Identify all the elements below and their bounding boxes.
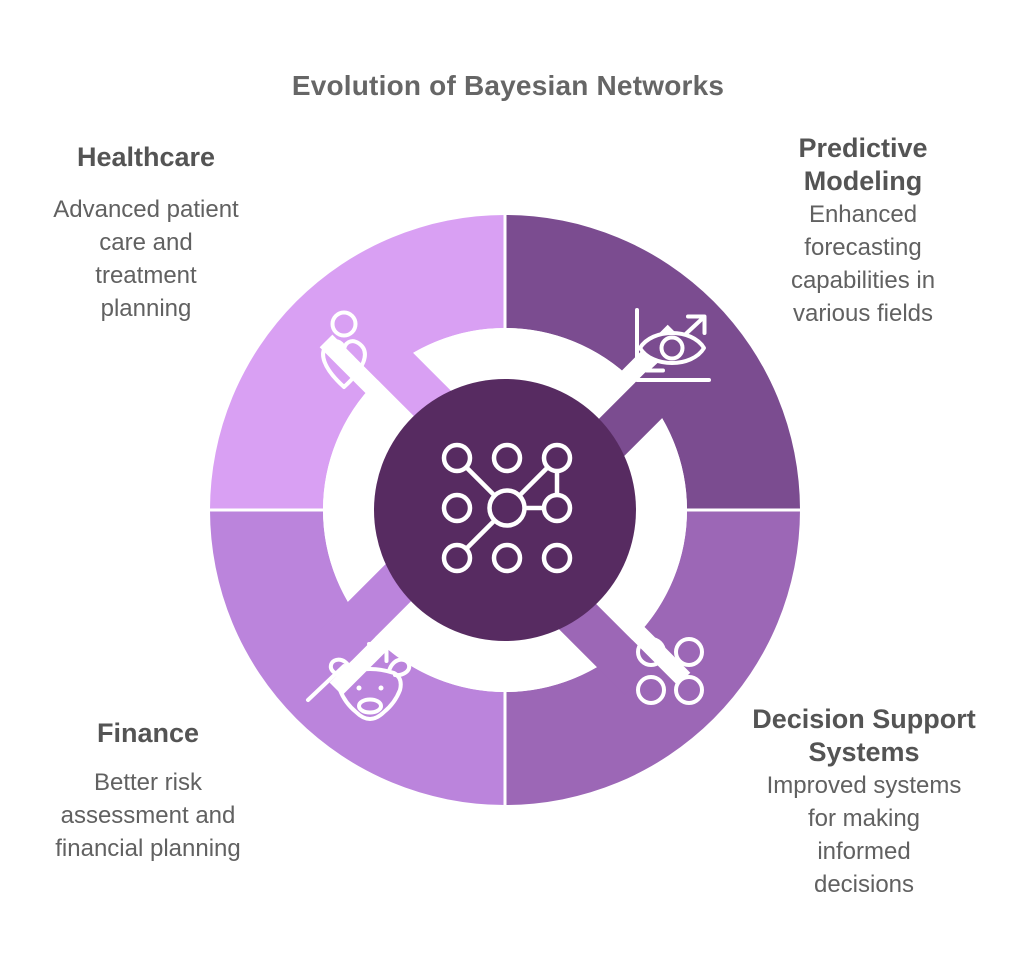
segment-text-healthcare: Healthcare Advanced patient care and tre… (16, 141, 276, 325)
segment-description: Improved systems for making informed dec… (766, 772, 962, 898)
segment-heading: Healthcare (76, 142, 216, 172)
arrow-notch-se (628, 623, 691, 686)
segment-text-predictive-modeling: Predictive Modeling Enhanced forecasting… (744, 132, 982, 330)
bull-trend-icon (306, 642, 412, 721)
arrow-notch-sw (329, 633, 392, 696)
segment-heading: Decision Support Systems (752, 704, 976, 767)
segment-description: Advanced patient care and treatment plan… (53, 196, 239, 322)
segment-text-finance: Finance Better risk assessment and finan… (16, 717, 280, 865)
segment-text-decision-support: Decision Support Systems Improved system… (736, 703, 992, 901)
segment-heading: Finance (96, 718, 200, 748)
segment-description: Enhanced forecasting capabilities in var… (790, 201, 936, 327)
segment-heading: Predictive Modeling (798, 133, 928, 196)
page-title: Evolution of Bayesian Networks (291, 70, 725, 101)
eye-chart-icon (635, 308, 711, 382)
four-circles-icon (636, 637, 704, 705)
segment-description: Better risk assessment and financial pla… (55, 769, 241, 862)
network-nodes-icon (441, 442, 573, 574)
arrow-notch-nw (319, 334, 382, 397)
person-heart-icon (321, 310, 367, 389)
